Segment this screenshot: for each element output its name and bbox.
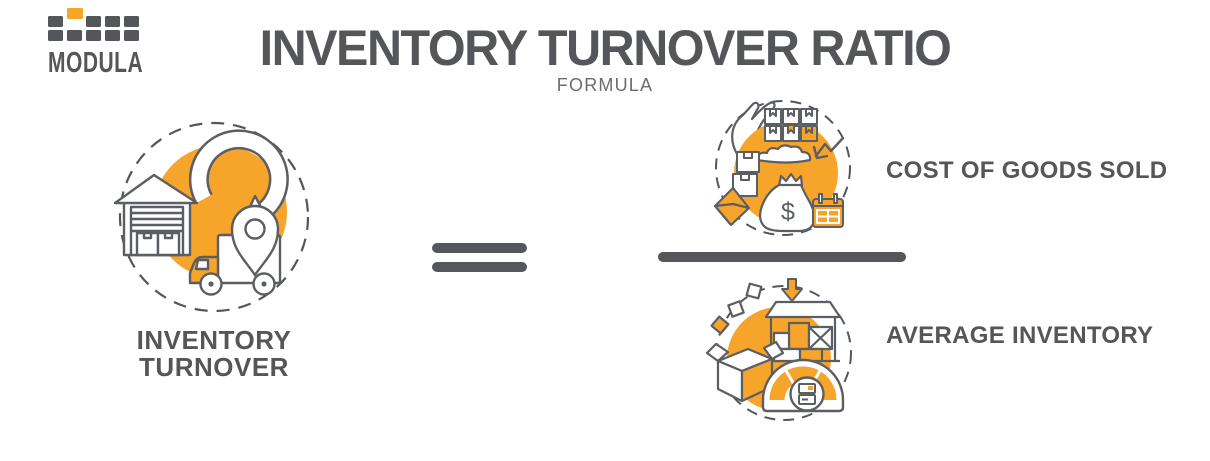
- page-title: INVENTORY TURNOVER RATIO: [259, 20, 952, 76]
- warehouse-icon: [114, 173, 199, 257]
- modula-logo: MODULA: [48, 8, 160, 80]
- inventory-gauge-icon: [761, 358, 845, 413]
- fraction-bar: [658, 252, 906, 262]
- open-box-icon: [705, 282, 785, 403]
- location-pin-icon: [230, 204, 280, 278]
- logo-block: [86, 30, 101, 41]
- dollar-sign: $: [781, 198, 795, 226]
- equals-sign: [432, 243, 527, 272]
- equals-bar-top: [432, 243, 527, 253]
- down-arrow-icon: [781, 278, 803, 302]
- dashed-circle: [118, 121, 310, 313]
- trend-arrow-icon: [812, 136, 845, 160]
- cost-of-goods-sold-illustration: $: [713, 100, 851, 236]
- logo-block: [67, 30, 82, 41]
- orange-blob: [734, 121, 838, 225]
- logo-block: [48, 30, 63, 41]
- logo-block: [105, 16, 120, 27]
- parcel-stack-icon: [732, 151, 760, 197]
- calendar-icon: [812, 193, 844, 228]
- logo-block: [105, 30, 120, 41]
- logo-wordmark: MODULA: [48, 47, 144, 79]
- inventory-turnover-illustration: [114, 121, 310, 313]
- envelope-icon: [713, 186, 751, 227]
- money-bag-icon: $: [758, 172, 816, 233]
- logo-orange-block: [67, 8, 83, 19]
- average-inventory-label: AVERAGE INVENTORY: [886, 322, 1154, 349]
- equals-bar-bottom: [432, 262, 527, 272]
- logo-block: [124, 16, 139, 27]
- logo-block: [86, 16, 101, 27]
- palm-icon: [755, 144, 812, 164]
- goods-boxes-icon: [764, 108, 818, 142]
- inventory-turnover-label: INVENTORY TURNOVER: [114, 327, 314, 381]
- page-subtitle: FORMULA: [556, 75, 654, 95]
- logo-block: [124, 30, 139, 41]
- label-line-1: INVENTORY: [136, 325, 292, 355]
- logo-block: [48, 16, 63, 27]
- cost-of-goods-sold-label: COST OF GOODS SOLD: [886, 157, 1168, 184]
- average-inventory-illustration: [705, 278, 852, 421]
- dashed-circle: [715, 100, 851, 236]
- label-line-2: TURNOVER: [139, 352, 289, 382]
